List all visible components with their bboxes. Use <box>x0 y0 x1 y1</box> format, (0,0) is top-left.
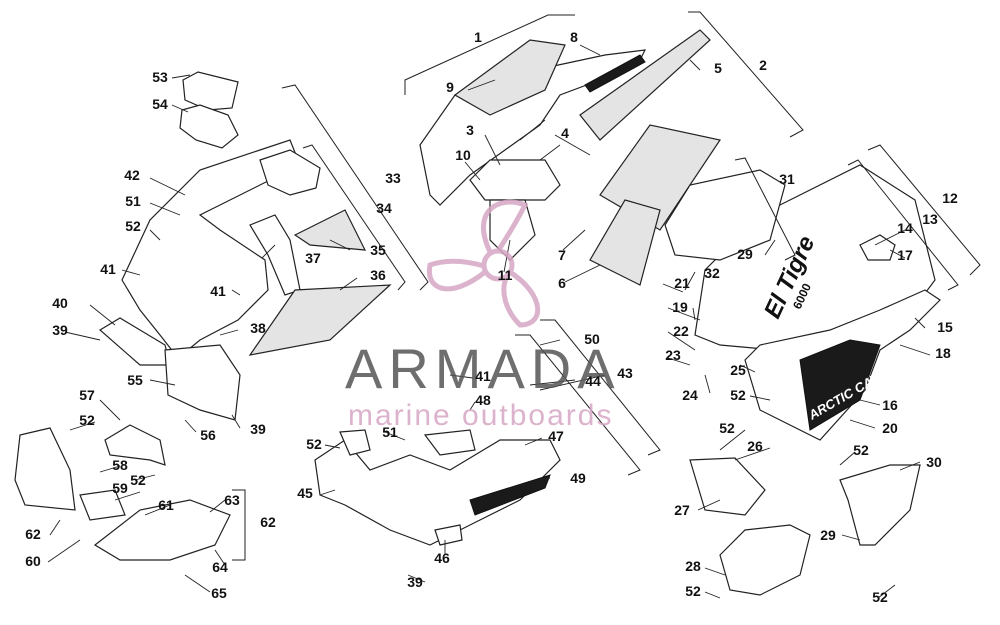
callout-label: 62 <box>260 514 276 530</box>
callout-label: 58 <box>112 457 128 473</box>
callout-label: 20 <box>882 420 898 436</box>
callout-label: 39 <box>52 322 68 338</box>
callout-label: 41 <box>100 261 116 277</box>
propeller-logo <box>426 199 540 328</box>
callout-label: 41 <box>210 283 226 299</box>
callout-label: 31 <box>779 171 795 187</box>
watermark: ARMADA marine outboards <box>345 199 621 432</box>
callout-label: 17 <box>897 247 913 263</box>
callout-label: 52 <box>79 412 95 428</box>
watermark-brand: ARMADA <box>345 337 621 400</box>
callout-label: 11 <box>498 267 513 283</box>
callout-label: 21 <box>674 275 690 291</box>
callout-label: 65 <box>211 585 227 601</box>
callout-label: 52 <box>872 589 888 605</box>
callout-label: 28 <box>685 558 701 574</box>
callout-label: 29 <box>820 527 836 543</box>
callout-label: 13 <box>922 211 938 227</box>
callout-label: 59 <box>112 480 128 496</box>
callout-label: 51 <box>125 193 141 209</box>
callout-label: 29 <box>737 246 753 262</box>
hood-assembly <box>419 29 721 286</box>
callout-label: 60 <box>25 553 41 569</box>
callout-label: 38 <box>250 320 266 336</box>
callout-label: 26 <box>747 438 763 454</box>
callout-label: 52 <box>719 420 735 436</box>
callout-label: 35 <box>370 242 386 258</box>
callout-label: 64 <box>212 559 228 575</box>
callout-label: 27 <box>674 502 690 518</box>
callout-label: 33 <box>385 170 401 186</box>
callout-label: 42 <box>124 167 140 183</box>
callout-label: 43 <box>617 365 633 381</box>
callout-label: 22 <box>673 323 689 339</box>
callout-label: 52 <box>685 583 701 599</box>
callout-label: 49 <box>570 470 586 486</box>
lower-right-parts <box>689 457 921 596</box>
callout-label: 63 <box>224 492 240 508</box>
callout-label: 4 <box>561 125 569 141</box>
group-brackets <box>232 11 981 561</box>
callout-label: 39 <box>250 421 266 437</box>
callout-label: 57 <box>79 387 95 403</box>
callout-label: 8 <box>570 29 578 45</box>
callout-label: 24 <box>682 387 698 403</box>
callout-label: 18 <box>935 345 951 361</box>
callout-label: 55 <box>127 372 143 388</box>
callout-label: 50 <box>584 331 600 347</box>
callout-label: 23 <box>665 347 681 363</box>
callout-label: 32 <box>704 265 720 281</box>
console-assembly <box>98 71 392 421</box>
callout-label: 5 <box>714 60 722 76</box>
callout-label: 37 <box>305 250 321 266</box>
callout-label: 2 <box>759 57 767 73</box>
callout-label: 52 <box>306 436 322 452</box>
callout-label: 12 <box>942 190 958 206</box>
callout-label: 3 <box>466 122 474 138</box>
callout-label: 25 <box>730 362 746 378</box>
belly-pan-assembly <box>314 429 561 546</box>
callout-label: 36 <box>370 267 386 283</box>
callout-label: 61 <box>158 497 174 513</box>
callout-label: 19 <box>672 299 688 315</box>
callout-label: 52 <box>130 472 146 488</box>
callout-label: 62 <box>25 526 41 542</box>
callout-label: 41 <box>475 368 491 384</box>
callout-label: 52 <box>730 387 746 403</box>
callout-label: 14 <box>897 220 913 236</box>
callout-label: 30 <box>926 454 942 470</box>
callout-label: 45 <box>297 485 313 501</box>
callout-label: 51 <box>382 424 398 440</box>
callout-label: 44 <box>585 373 601 389</box>
callout-label: 52 <box>853 442 869 458</box>
callout-label: 1 <box>474 29 482 45</box>
callout-label: 52 <box>125 218 141 234</box>
callout-label: 39 <box>407 574 423 590</box>
side-panel-assembly: El Tigre 6000 ARCTIC CAT <box>664 164 941 441</box>
callout-label: 46 <box>434 550 450 566</box>
callout-label: 10 <box>455 147 471 163</box>
callout-label: 47 <box>548 428 564 444</box>
callout-label: 34 <box>376 200 392 216</box>
lower-left-parts <box>14 424 231 561</box>
watermark-tagline: marine outboards <box>348 399 613 432</box>
callout-label: 53 <box>152 69 168 85</box>
callout-label: 48 <box>475 392 491 408</box>
leader-lines <box>47 44 931 599</box>
callout-label: 6 <box>558 275 566 291</box>
callout-label: 9 <box>446 79 454 95</box>
callout-label: 7 <box>558 247 566 263</box>
callout-label: 56 <box>200 427 216 443</box>
callout-label: 15 <box>937 319 953 335</box>
callout-label: 16 <box>882 397 898 413</box>
callout-label: 40 <box>52 295 68 311</box>
callout-label: 54 <box>152 96 168 112</box>
